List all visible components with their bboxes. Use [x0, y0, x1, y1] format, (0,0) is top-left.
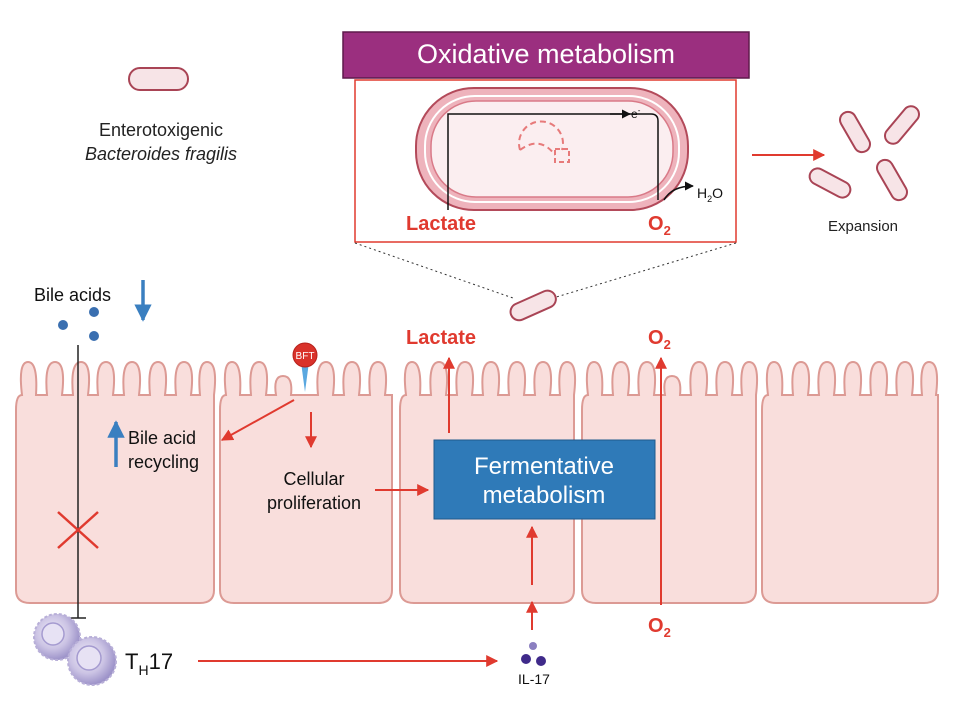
- water-arrow: [663, 181, 694, 201]
- bft-to-recycling-arrow: [220, 399, 295, 441]
- fermentative-line1: Fermentative: [474, 453, 614, 480]
- bile-acids-label: Bile acids: [34, 285, 111, 305]
- inset-bacterium-icon: [415, 87, 689, 211]
- expansion-bacteria-icons: [808, 105, 920, 202]
- legend-line2: Bacteroides fragilis: [85, 144, 237, 164]
- lumen-bacterium-icon: [509, 289, 557, 322]
- basal-o2-label: O2: [648, 615, 671, 640]
- proliferation-line1: Cellular: [283, 469, 344, 489]
- electron-transport-arrow: [447, 113, 659, 210]
- proliferation-line2: proliferation: [267, 493, 361, 513]
- lumen-o2-label: O2: [648, 327, 671, 352]
- zoom-line-left: [354, 242, 514, 299]
- epithelial-cell-1: [15, 360, 217, 604]
- blocked-cross-icon: [57, 511, 99, 549]
- water-label: H2O: [697, 185, 723, 204]
- il17-dots: [521, 642, 546, 666]
- il17-label: IL-17: [518, 671, 550, 687]
- epithelial-cell-4: [581, 360, 759, 604]
- fermentative-box: [433, 439, 656, 520]
- electron-label: e-: [631, 106, 641, 121]
- legend-bacterium-icon: [128, 67, 189, 91]
- th17-label: TH17: [125, 649, 173, 678]
- bft-toxin-icon: [292, 342, 318, 392]
- epithelial-cell-2: [219, 360, 393, 604]
- bile-recycling-line1: Bile acid: [128, 428, 196, 448]
- expansion-label: Expansion: [828, 218, 898, 235]
- bile-recycling-line2: recycling: [128, 452, 199, 472]
- zoom-line-right: [552, 242, 737, 299]
- fermentative-line2: metabolism: [483, 482, 606, 509]
- lumen-lactate-label: Lactate: [406, 327, 476, 349]
- inset-o2-label: O2: [648, 213, 671, 238]
- th17-cells-icon: [33, 613, 117, 686]
- epithelial-cell-5: [761, 360, 939, 604]
- oxidative-banner: [342, 31, 750, 79]
- oxidative-banner-title: Oxidative metabolism: [417, 39, 675, 69]
- inset-lactate-label: Lactate: [406, 213, 476, 235]
- bile-acid-dots: [58, 307, 99, 341]
- legend-line1: Enterotoxigenic: [99, 120, 223, 140]
- bft-label: BFT: [296, 351, 315, 362]
